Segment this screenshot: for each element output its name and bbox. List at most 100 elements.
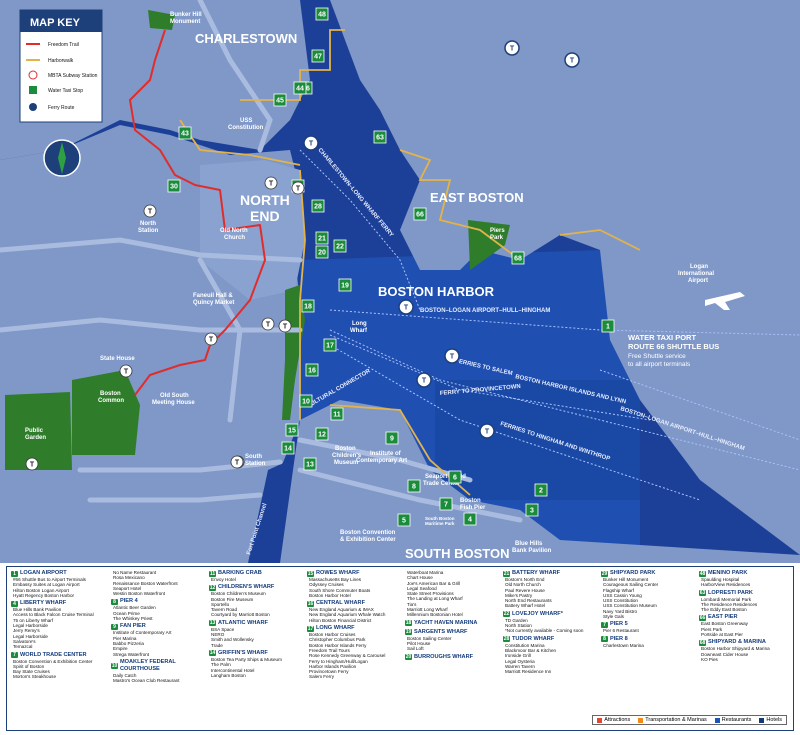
- legend-item: Provincetown Ferry: [309, 669, 349, 675]
- legend-item: Mike's Pastry: [505, 592, 533, 598]
- water-taxi-stop: [311, 199, 325, 213]
- legend-stop-number: 10: [111, 662, 118, 669]
- mbta-station-icon: [278, 319, 292, 333]
- legend-item: Portside at East Pier: [701, 632, 743, 638]
- water-taxi-stop: [338, 278, 352, 292]
- legend-title-text: WORLD TRADE CENTER: [20, 651, 87, 658]
- water-taxi-stop-number: 9: [390, 436, 394, 443]
- legend-title-text: TUDOR WHARF: [512, 635, 555, 642]
- legend-item: Daily Catch: [113, 672, 137, 678]
- legend-item: #66 Shuttle Bus to Airport Terminals: [13, 577, 86, 582]
- water-taxi-stop: [303, 457, 317, 471]
- airport-land: [600, 250, 800, 555]
- legend-stop-number: 18: [405, 620, 412, 627]
- water-taxi-stop: [178, 126, 192, 140]
- legend-item: Ferry to Hingham/Hull/Logan: [309, 658, 368, 664]
- water-taxi-stop: [397, 513, 411, 527]
- legend-item: Hyatt Regency Boston Harbor: [13, 592, 75, 598]
- legend-stop-number: 9: [111, 623, 118, 630]
- water-taxi-stop-number: 1: [606, 324, 610, 331]
- freedom-trail: [129, 29, 266, 396]
- legend-item: No Name Restaurant: [113, 570, 157, 575]
- legend-title-text: PIER 8: [610, 635, 628, 642]
- label-east-boston: EAST BOSTON: [430, 190, 524, 205]
- category-swatch: [638, 717, 644, 723]
- mbta-station-glyph: T: [296, 186, 301, 193]
- ferry-stop-glyph: T: [422, 378, 427, 385]
- key-harborwalk: Harborwalk: [48, 58, 74, 64]
- legend-item: Millennium Bostonian Hotel: [407, 612, 463, 618]
- legend-stop-number: 14: [209, 650, 216, 657]
- legend-item: The Whiskey Priest: [113, 616, 153, 622]
- fort-point-channel: [248, 460, 290, 563]
- legend-title-text: LOPRESTI PARK: [708, 589, 753, 596]
- legend-item: South Shore Commuter Boats: [309, 587, 371, 593]
- legend-item: The Palm: [211, 662, 231, 668]
- water-taxi-stop: [439, 497, 453, 511]
- mbta-station-glyph: T: [209, 337, 214, 344]
- legend-item: Christopher Columbus Park: [309, 637, 366, 643]
- ferry-stop-glyph: T: [450, 354, 455, 361]
- legend-item: Institute of Contemporary Art: [113, 630, 172, 636]
- water-taxi-stop: [285, 423, 299, 437]
- legend-item: Tavern Road: [211, 607, 238, 613]
- legend-item: Chart House: [407, 575, 433, 581]
- menino-park: [148, 10, 175, 30]
- ferry-stop-icon: [564, 52, 580, 68]
- boston-common: [72, 370, 140, 455]
- legend-item: NERO: [211, 632, 225, 638]
- legend-item: Downeast Cider House: [701, 651, 749, 657]
- legend-item: Sail Loft: [407, 646, 424, 652]
- water-taxi-stop-number: 28: [314, 204, 322, 211]
- mbta-station-glyph: T: [283, 324, 288, 331]
- category-label: Restaurants: [721, 717, 752, 723]
- category-item: Attractions: [597, 717, 630, 723]
- legend-item: Navy Yard Bistro: [603, 608, 638, 614]
- legend-item: Pilot House: [407, 640, 431, 646]
- legend-title-text: GRIFFIN'S WHARF: [218, 649, 268, 656]
- legend-stop-number: 20: [405, 654, 412, 661]
- legend-item: New England Aquarium & IMAX: [309, 607, 374, 613]
- legend-title-text: BATTERY WHARF: [512, 570, 561, 576]
- legend-title-text: SHIPYARD & MARINA: [708, 639, 766, 646]
- legend-item: Joe's American Bar & Grill: [407, 580, 461, 586]
- water-taxi-stop-number: 20: [318, 250, 326, 257]
- legend-stop-number: 22: [503, 611, 510, 618]
- legend-item: Boston Convention & Exhibition Center: [13, 658, 93, 664]
- legend-item: Envoy Hotel: [211, 577, 236, 582]
- legend-item: USS Constitution: [603, 598, 638, 604]
- legend-item: Charlestown Marina: [603, 642, 644, 648]
- legend-title-text: SHIPYARD PARK: [610, 570, 656, 576]
- legend-stop-number: 17: [307, 625, 314, 632]
- key-ferry-route: Ferry Route: [48, 105, 75, 111]
- legend-title-text: PIER 5: [610, 621, 628, 628]
- label-boston-harbor: BOSTON HARBOR: [378, 284, 495, 299]
- label-bcec: Boston Convention& Exhibition Center: [340, 530, 396, 543]
- legend-item: Odyssey Cruises: [309, 582, 344, 588]
- legend-item: North End Restaurants: [505, 598, 552, 604]
- legend-title-text: CENTRAL WHARF: [316, 600, 365, 607]
